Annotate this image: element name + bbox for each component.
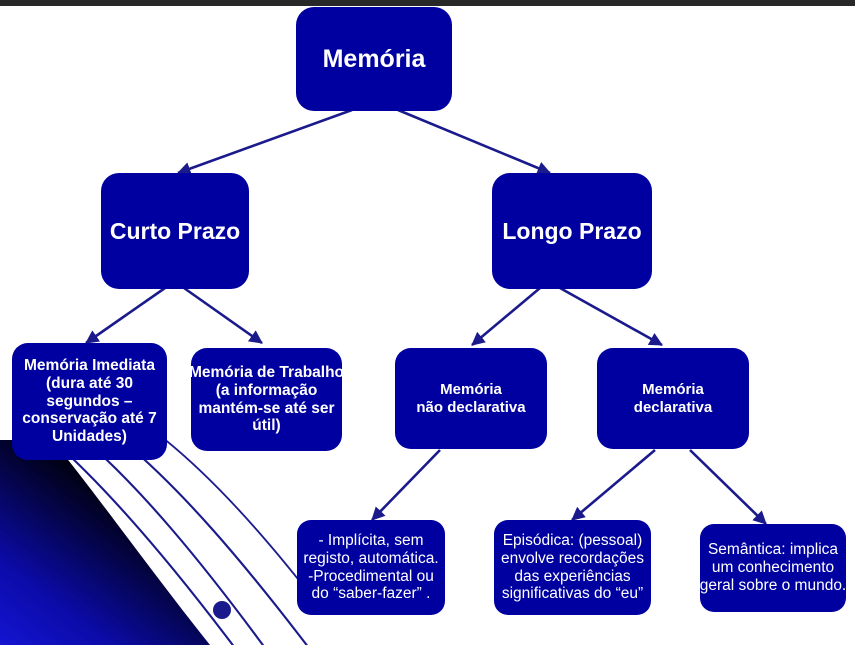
node-memoria-nao-declarativa-label: Memória não declarativa (416, 381, 526, 416)
edge-nao-declarativa-to-implicita (371, 449, 441, 521)
node-longo-prazo[interactable]: Longo Prazo (492, 173, 652, 289)
node-memoria-label: Memória (322, 44, 426, 73)
edge-memoria-to-longo-prazo (397, 108, 551, 175)
node-semantica[interactable]: Semântica: implica um conhecimento geral… (700, 524, 846, 612)
node-episodica-label: Episódica: (pessoal) envolve recordações… (500, 531, 645, 603)
accent-dot (213, 601, 231, 619)
edge-curto-prazo-to-memoria-trabalho (183, 286, 263, 345)
node-curto-prazo-label: Curto Prazo (109, 217, 241, 244)
corner-swoosh-graphic (0, 440, 320, 645)
node-memoria-imediata[interactable]: Memória Imediata (dura até 30 segundos –… (12, 343, 167, 460)
edge-declarativa-to-semantica (689, 449, 767, 525)
node-memoria-declarativa[interactable]: Memória declarativa (597, 348, 749, 449)
node-memoria-trabalho-label: Memória de Trabalho (a informação mantém… (188, 363, 345, 435)
top-edge-bar (0, 0, 855, 6)
node-semantica-label: Semântica: implica um conhecimento geral… (699, 541, 847, 594)
edge-longo-prazo-to-declarativa (559, 286, 663, 347)
edge-longo-prazo-to-nao-declarativa (471, 287, 541, 346)
node-memoria-declarativa-label: Memória declarativa (633, 381, 713, 416)
node-curto-prazo[interactable]: Curto Prazo (101, 173, 249, 289)
node-memoria[interactable]: Memória (296, 7, 452, 111)
swoosh-arc-4 (164, 440, 320, 609)
node-memoria-imediata-label: Memória Imediata (dura até 30 segundos –… (22, 356, 157, 446)
node-implicita[interactable]: - Implícita, sem registo, automática. -P… (297, 520, 445, 615)
node-memoria-trabalho[interactable]: Memória de Trabalho (a informação mantém… (188, 348, 345, 451)
node-memoria-nao-declarativa[interactable]: Memória não declarativa (395, 348, 547, 449)
edge-curto-prazo-to-memoria-imediata (85, 286, 166, 345)
swoosh-fill (0, 440, 210, 645)
node-episodica[interactable]: Episódica: (pessoal) envolve recordações… (494, 520, 651, 615)
node-implicita-label: - Implícita, sem registo, automática. -P… (303, 531, 439, 603)
node-longo-prazo-label: Longo Prazo (502, 217, 642, 244)
edge-declarativa-to-episodica (571, 449, 656, 521)
edge-memoria-to-curto-prazo (176, 108, 353, 176)
